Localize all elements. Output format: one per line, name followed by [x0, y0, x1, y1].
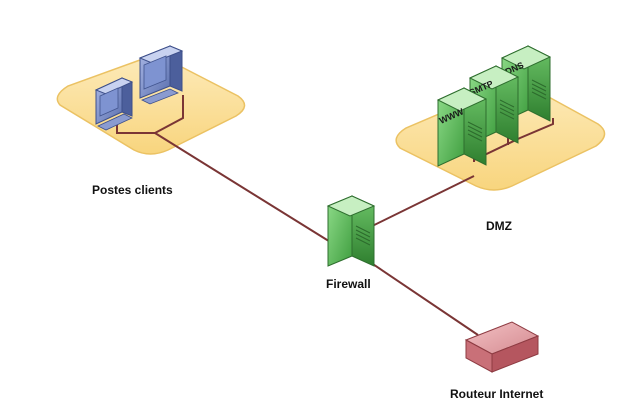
links — [116, 95, 554, 336]
router-label: Routeur Internet — [450, 387, 544, 401]
clients-label: Postes clients — [92, 183, 173, 197]
router-icon[interactable] — [464, 321, 540, 373]
dmz-firewall-link — [359, 175, 475, 233]
firewall-label: Firewall — [326, 277, 371, 291]
firewall-router-link — [354, 251, 479, 336]
client-monitor-2[interactable] — [138, 45, 184, 105]
clients-zone — [56, 56, 246, 155]
www-server[interactable]: WWW — [436, 87, 488, 167]
dmz-label: DMZ — [486, 219, 512, 233]
firewall-server[interactable] — [326, 195, 376, 267]
client-monitor-1[interactable] — [94, 77, 134, 131]
clients-firewall-link — [154, 132, 341, 249]
